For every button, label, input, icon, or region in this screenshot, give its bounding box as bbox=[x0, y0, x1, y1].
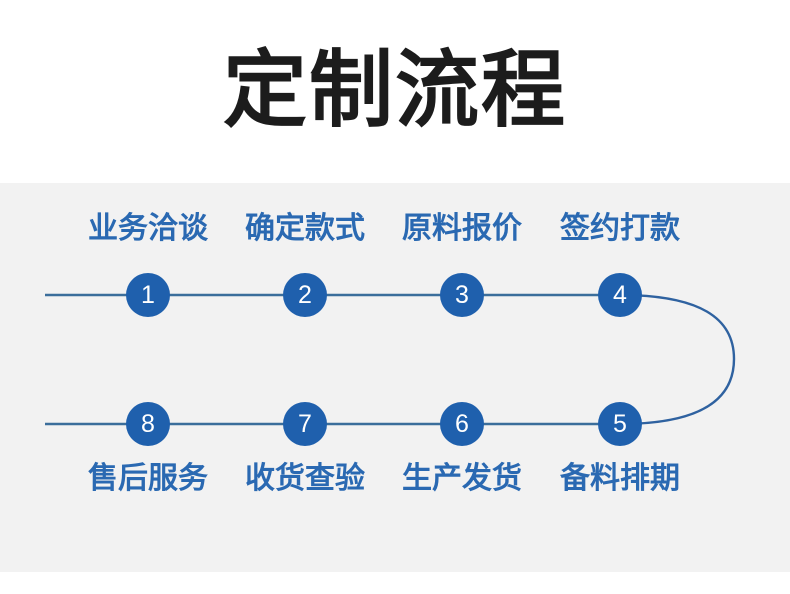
step-label-3: 原料报价 bbox=[402, 212, 522, 245]
u-turn-connector bbox=[619, 293, 736, 426]
step-label-2: 确定款式 bbox=[245, 212, 365, 245]
step-label-6: 生产发货 bbox=[402, 462, 522, 495]
step-node-5[interactable]: 5 bbox=[598, 402, 642, 446]
step-node-3[interactable]: 3 bbox=[440, 273, 484, 317]
step-node-1[interactable]: 1 bbox=[126, 273, 170, 317]
step-label-5: 备料排期 bbox=[560, 462, 680, 495]
step-label-8: 售后服务 bbox=[88, 462, 208, 495]
step-label-7: 收货查验 bbox=[245, 462, 365, 495]
step-node-6[interactable]: 6 bbox=[440, 402, 484, 446]
step-node-8[interactable]: 8 bbox=[126, 402, 170, 446]
flow-diagram-panel: 业务洽谈 确定款式 原料报价 签约打款 1 2 3 4 8 7 6 5 售后服务… bbox=[0, 183, 790, 572]
step-label-4: 签约打款 bbox=[560, 212, 680, 245]
step-node-7[interactable]: 7 bbox=[283, 402, 327, 446]
step-node-2[interactable]: 2 bbox=[283, 273, 327, 317]
page-title: 定制流程 bbox=[222, 43, 567, 137]
step-node-4[interactable]: 4 bbox=[598, 273, 642, 317]
step-label-1: 业务洽谈 bbox=[88, 212, 208, 245]
